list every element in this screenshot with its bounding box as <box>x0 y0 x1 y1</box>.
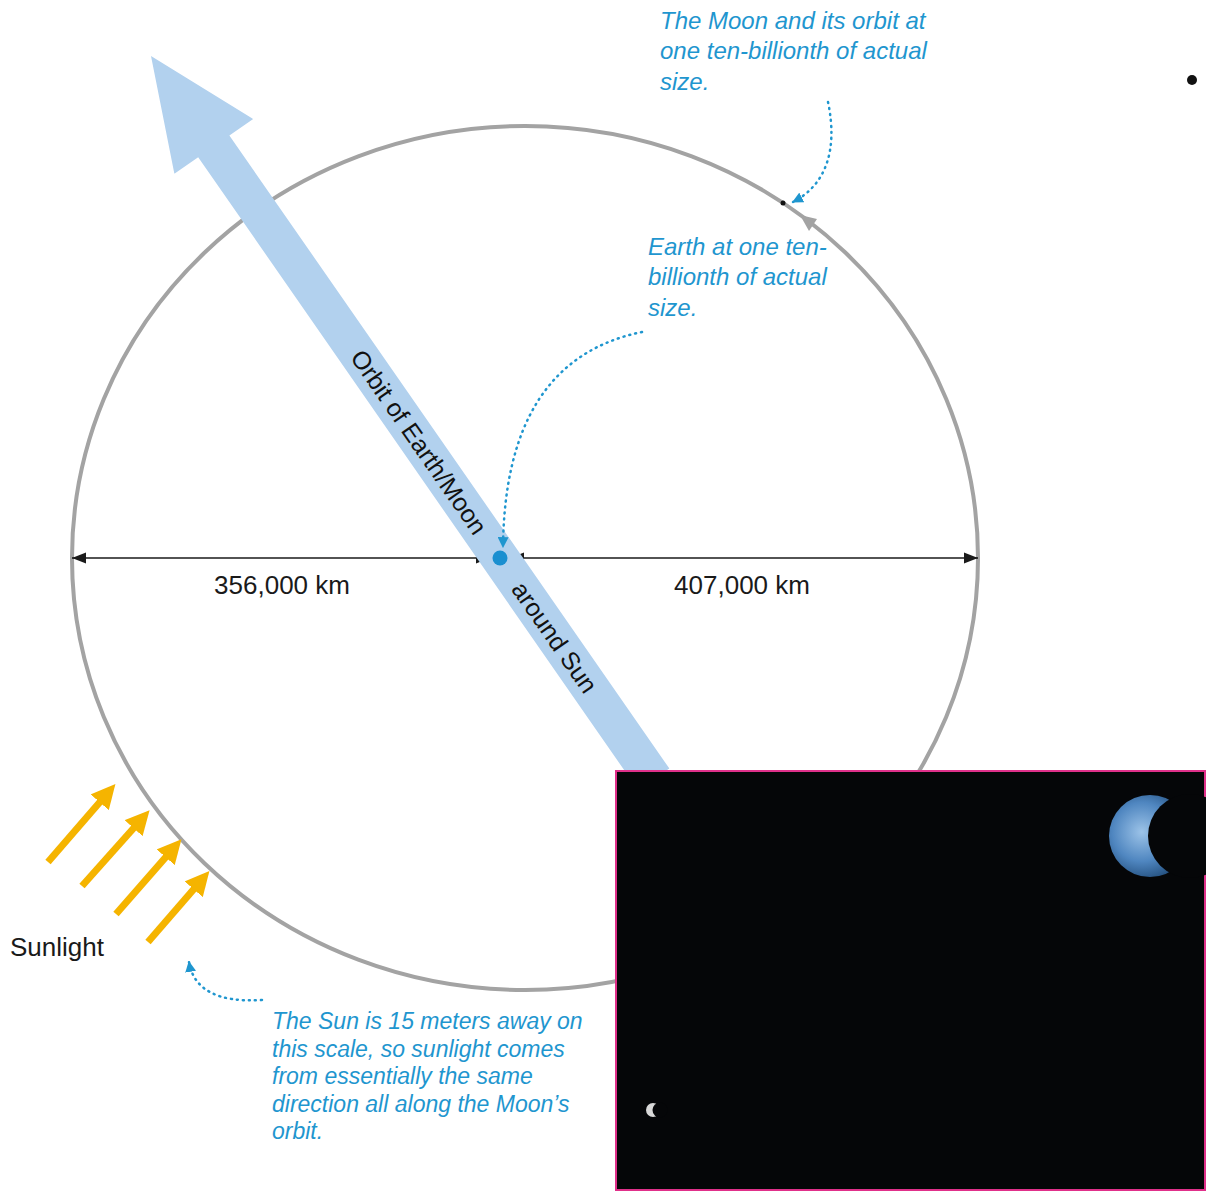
sunlight-arrow <box>82 821 140 886</box>
dimension-line <box>72 557 490 559</box>
plain-label: 407,000 km <box>642 570 842 601</box>
earth-photo <box>1109 795 1191 877</box>
dimension-line <box>510 557 978 559</box>
photo-frame <box>616 771 1205 1190</box>
moon-shadow <box>653 1103 668 1118</box>
leader-line <box>189 962 262 1000</box>
sunlight-arrow <box>48 795 106 862</box>
annotation-note: Earth at one ten-billionth of actual siz… <box>648 232 838 323</box>
orbit-band-arrow: Orbit of Earth/Moonaround Sun <box>112 29 694 807</box>
annotation-note: The Moon and its orbit at one ten-billio… <box>660 6 960 97</box>
plain-label: Sunlight <box>10 932 150 963</box>
orbit-direction-arrow <box>800 215 817 231</box>
sunlight-arrow <box>148 882 200 942</box>
band-label: around Sun <box>508 577 602 697</box>
leader-line <box>503 332 642 547</box>
moon-dot <box>781 201 786 206</box>
band-label: Orbit of Earth/Moon <box>347 345 492 538</box>
annotation-note: The Sun is 15 meters away on this scale,… <box>272 1008 612 1146</box>
plain-label: 356,000 km <box>182 570 382 601</box>
leader-line <box>793 102 831 202</box>
bullet-dot <box>1187 75 1197 85</box>
moon-orbit <box>72 126 978 990</box>
earth-shadow <box>1148 794 1206 878</box>
earth-dot <box>493 551 508 566</box>
moon-photo <box>646 1103 660 1117</box>
band-arrow <box>112 29 694 807</box>
sunlight-arrow <box>116 850 172 914</box>
